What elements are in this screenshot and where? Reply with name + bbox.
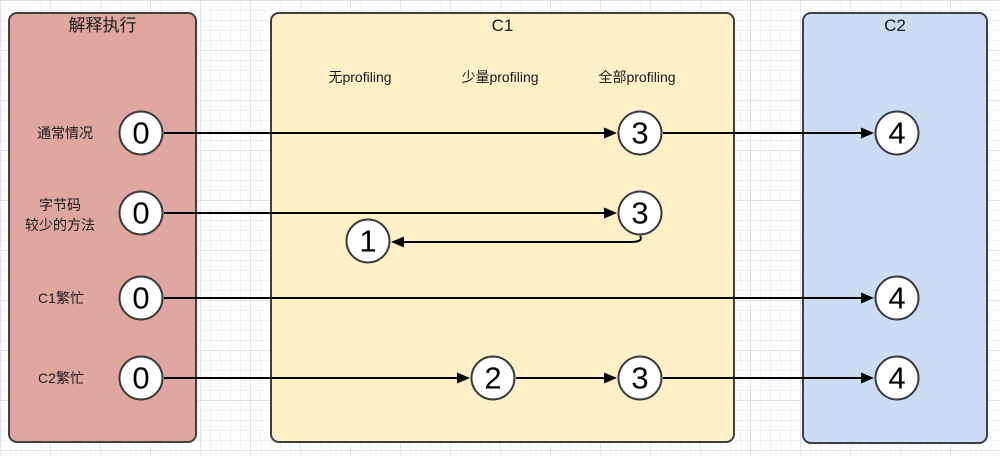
- row-label-3: C2繁忙: [38, 370, 84, 386]
- level-node-0: 0: [118, 275, 164, 321]
- panel-c2-title: C2: [884, 16, 906, 35]
- level-node-4: 4: [874, 355, 920, 401]
- level-node-0: 0: [118, 110, 164, 156]
- level-node-3: 3: [617, 355, 663, 401]
- level-node-0: 0: [118, 190, 164, 236]
- level-node-3: 3: [617, 110, 663, 156]
- column-header-1: 少量profiling: [461, 69, 539, 85]
- row-label-0: 通常情况: [37, 125, 93, 141]
- column-header-0: 无profiling: [328, 69, 392, 85]
- level-node-4: 4: [874, 110, 920, 156]
- column-header-2: 全部profiling: [598, 69, 676, 85]
- panel-c1-title: C1: [491, 16, 514, 35]
- panel-interpreter-title: 解释执行: [68, 16, 137, 35]
- row-label-1: 字节码较少的方法: [25, 197, 95, 233]
- level-node-3: 3: [617, 190, 663, 236]
- level-node-4: 4: [874, 275, 920, 321]
- level-node-1: 1: [345, 218, 391, 264]
- row-label-2: C1繁忙: [38, 290, 84, 306]
- level-node-0: 0: [118, 355, 164, 401]
- level-node-2: 2: [470, 355, 516, 401]
- panel-interpreter: 解释执行: [8, 12, 197, 443]
